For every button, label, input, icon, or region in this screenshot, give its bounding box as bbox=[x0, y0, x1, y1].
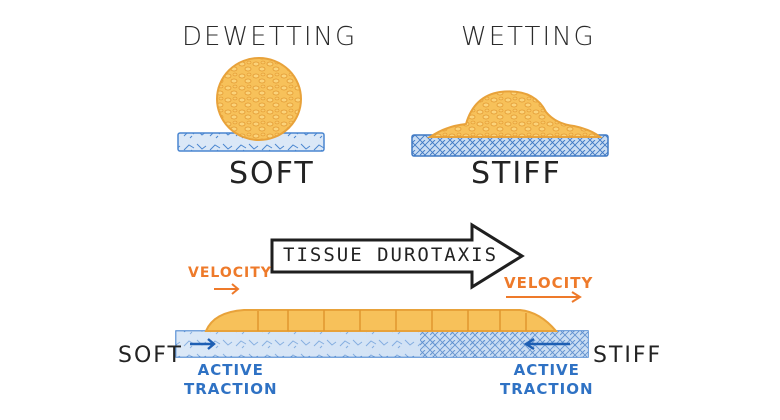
wetting-title: WETTING bbox=[461, 22, 596, 52]
gradient-substrate bbox=[175, 330, 589, 358]
wetting-panel bbox=[411, 90, 609, 157]
velocity-right-label: VELOCITY bbox=[504, 274, 594, 292]
dewetting-title: DEWETTING bbox=[182, 22, 358, 52]
spread-cell-aggregate bbox=[426, 90, 603, 138]
active-traction-left-line2: TRACTION bbox=[184, 380, 278, 398]
stiff-substrate bbox=[411, 134, 609, 157]
active-traction-right-line1: ACTIVE bbox=[513, 361, 580, 379]
soft-label-top: SOFT bbox=[229, 156, 315, 191]
traction-left-arrow bbox=[190, 338, 216, 350]
durotaxis-arrow-label: TISSUE DUROTAXIS bbox=[283, 244, 499, 266]
stiff-label-bottom: STIFF bbox=[593, 343, 663, 368]
active-traction-right: ACTIVE TRACTION bbox=[500, 361, 594, 399]
active-traction-right-line2: TRACTION bbox=[500, 380, 594, 398]
active-traction-left: ACTIVE TRACTION bbox=[184, 361, 278, 399]
traction-right-arrow bbox=[523, 337, 570, 351]
active-traction-left-line1: ACTIVE bbox=[197, 361, 264, 379]
velocity-left-label: VELOCITY bbox=[188, 265, 272, 281]
dewetting-panel bbox=[177, 57, 325, 152]
durotaxis-arrow bbox=[270, 222, 525, 290]
stiff-label-top: STIFF bbox=[471, 156, 562, 191]
migrating-cell-sheet bbox=[204, 309, 559, 332]
soft-label-bottom: SOFT bbox=[118, 343, 183, 368]
cell-aggregate-ball bbox=[216, 57, 302, 141]
velocity-left-arrow bbox=[214, 283, 240, 295]
velocity-right-arrow bbox=[506, 291, 582, 303]
